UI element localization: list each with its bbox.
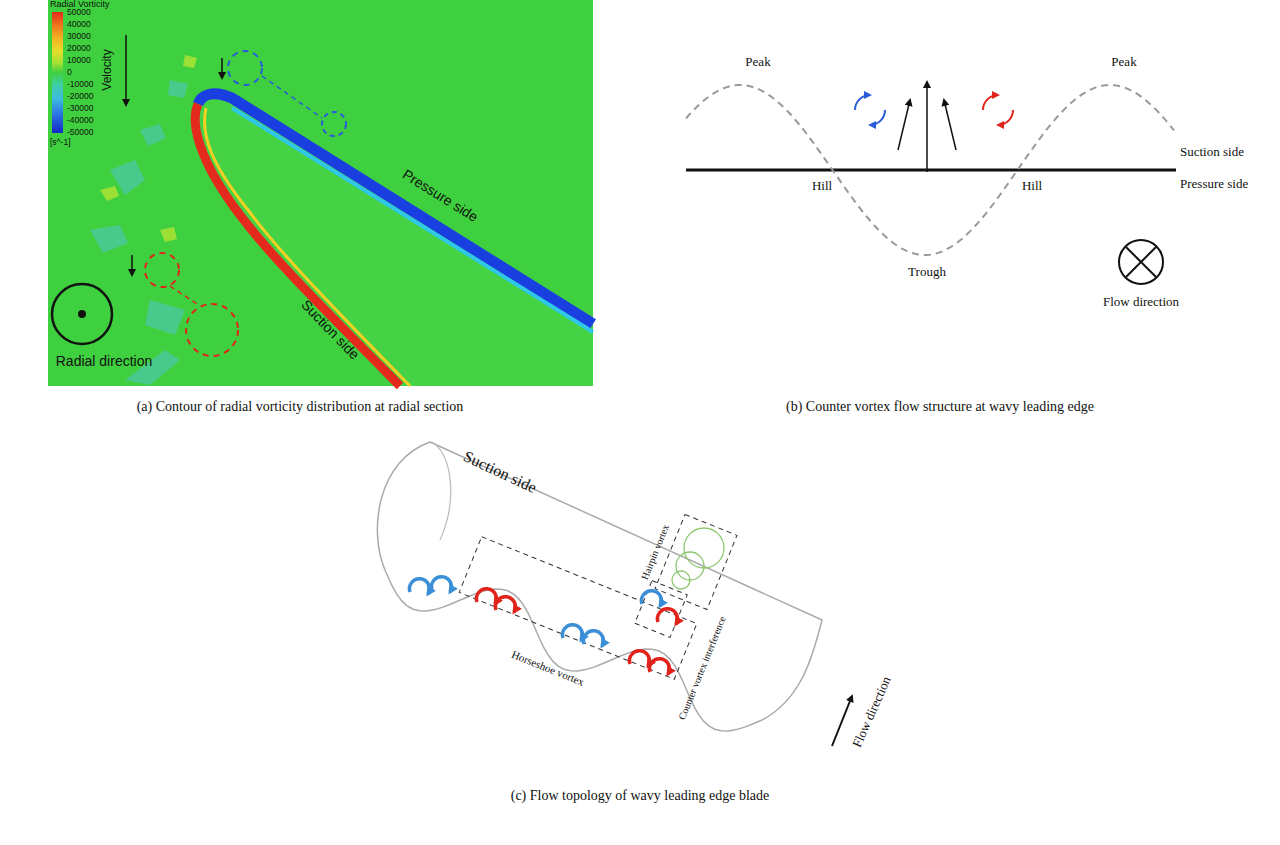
wave-label: Trough [908,265,946,279]
vortex-arrow [870,110,885,125]
colorbar-tick: 20000 [67,44,91,53]
unit-label: [s^-1] [50,138,71,147]
colorbar-tick: -20000 [67,92,93,101]
vortex-arrow [409,579,429,594]
colorbar-tick: -10000 [67,80,93,89]
wave-label: Hill [812,179,832,193]
vortex-arrow [983,95,998,110]
vortex-arrow [495,597,515,612]
vortex-arrow [641,591,661,606]
panel-caption: (b) Counter vortex flow structure at wav… [786,399,1094,414]
colorbar-tick: -30000 [67,104,93,113]
vortex-arrow [476,589,496,604]
direction-label: Flow direction [1103,295,1179,309]
panel-caption: (a) Contour of radial vorticity distribu… [137,399,464,414]
wave-label: Peak [745,55,770,69]
vortex-arrow [855,95,870,110]
wave-label: Peak [1111,55,1136,69]
colorbar-tick: 0 [67,68,72,77]
colorbar-tick: 50000 [67,8,91,17]
colorbar-tick: 30000 [67,32,91,41]
colorbar-tick: -40000 [67,116,93,125]
wave-label: Hill [1022,179,1042,193]
vortex-arrow [998,110,1013,125]
vortex-arrow [431,577,451,592]
colorbar-tick: -50000 [67,128,93,137]
vortex-arrow [649,659,669,674]
velocity-label: Velocity [101,49,114,90]
colorbar-tick: 40000 [67,20,91,29]
panel-caption: (c) Flow topology of wavy leading edge b… [511,788,770,803]
vortex-arrow [562,625,582,640]
surface-label: Suction side [1180,145,1244,159]
direction-label: Radial direction [56,354,153,369]
vortex-arrow [657,609,677,624]
vortex-arrow [629,651,649,666]
vortex-arrow [583,631,603,646]
direction-label: Flow direction [850,674,894,749]
surface-label: Pressure side [1180,177,1248,191]
colorbar-tick: 10000 [67,56,91,65]
